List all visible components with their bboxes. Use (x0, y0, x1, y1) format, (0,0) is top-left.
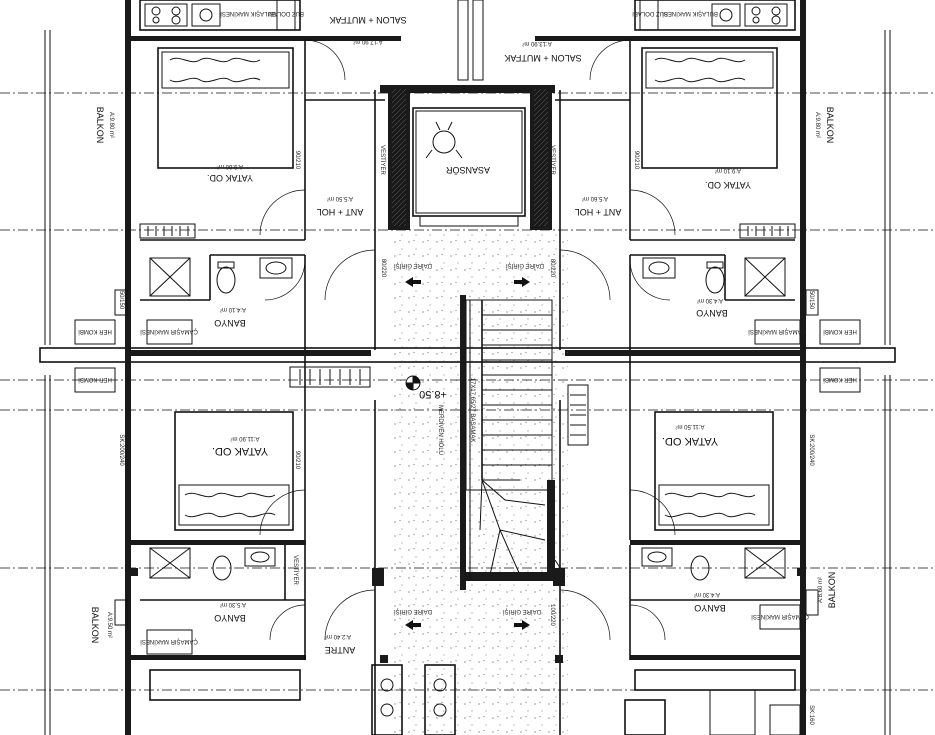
label-yatak-br: YATAK OD. (662, 435, 718, 447)
label-daire-girisi-3: DAİRE GİRİŞİ (394, 608, 432, 615)
label-buz-1: BUZ DOLABI (268, 10, 304, 16)
label-balkon-bl: BALKON (90, 607, 100, 644)
area-yatak-tr: A:9.10 m² (715, 167, 741, 173)
label-merdiven-holu: MERDİVEN HOLÜ (437, 405, 444, 455)
area-ant-hol-right: A:5.60 m² (582, 195, 608, 201)
window-dim-1: SK:200/240 (118, 434, 124, 466)
label-daire-girisi-1: DAİRE GİRİŞİ (394, 262, 432, 269)
area-salon-right: A:13.90 m² (522, 40, 551, 46)
area-yatak-br: A:11.50 m² (676, 423, 705, 429)
window-dim-3: 50/150 (118, 291, 124, 310)
room-labels: SALON + MUTFAK A:17.90 m² SALON + MUTFAK… (78, 10, 857, 655)
label-bulasik-1: BULAŞIK MAKİNESİ (220, 10, 276, 17)
label-level: +8.50 (419, 388, 447, 400)
label-camasir-4: ÇAMAŞIR MAKİNESİ (751, 613, 809, 620)
entrance-arrows (405, 277, 530, 630)
label-yatak-tr: YATAK OD. (705, 180, 751, 190)
label-asansor: ASANSÖR (445, 165, 490, 175)
area-balkon-tl: A:9.80 m² (108, 112, 114, 138)
stair-hall (390, 232, 568, 735)
window-dim-2: SK:200/240 (808, 434, 814, 466)
label-antre: ANTRE (325, 645, 356, 655)
area-banyo-tr: A:4.30 m² (697, 297, 723, 303)
door-dim-6: 80/220 (549, 259, 555, 278)
area-balkon-tr: A:9.80 m² (814, 112, 820, 138)
label-kombi-4: HER KOMBİ (823, 376, 857, 383)
label-camasir-2: ÇAMAŞIR MAKİNESİ (748, 328, 806, 335)
label-daire-girisi-2: DAİRE GİRİŞİ (506, 262, 544, 269)
label-salon-left: SALON + MUTFAK (329, 15, 406, 25)
label-yatak-bl: YATAK OD. (212, 445, 268, 457)
window-dim-4: 50/150 (808, 291, 814, 310)
stair-treads (482, 314, 552, 466)
door-dim-4: 90/210 (294, 451, 300, 470)
dimension-notes: 90/210 80/220 100/220 90/210 90/210 80/2… (118, 151, 814, 726)
door-dim-2: 80/220 (380, 259, 386, 278)
area-banyo-tl: A:4.10 m² (220, 306, 246, 312)
utility-boxes (74, 0, 861, 655)
label-banyo-tr: BANYO (696, 308, 728, 318)
window-dim-5: SK:160 (808, 705, 814, 725)
label-banyo-tl: BANYO (214, 318, 246, 328)
label-banyo-bl: BANYO (214, 613, 246, 623)
columns (130, 568, 805, 663)
label-banyo-br: BANYO (694, 603, 726, 613)
area-balkon-bl: A:9.50 m² (106, 612, 112, 638)
label-kombi-1: HER KOMBİ (78, 328, 112, 335)
level-marker (405, 375, 421, 391)
area-banyo-br: A:4.30 m² (694, 591, 720, 597)
wardrobes (139, 223, 796, 446)
label-vestiyer-left: VESTİYER (379, 145, 386, 175)
label-vestiyer-bottom: VESTİYER (292, 555, 299, 585)
stair-note: 17X17.65/27 BASAMAK (469, 378, 475, 443)
area-salon-left: A:17.90 m² (353, 38, 382, 44)
label-salon-right: SALON + MUTFAK (504, 53, 581, 63)
bathroom-fixtures (149, 257, 786, 581)
label-yatak-tl: YATAK OD. (207, 173, 253, 183)
area-banyo-bl: A:5.30 m² (220, 601, 246, 607)
label-balkon-br: BALKON (827, 572, 837, 609)
elevator-core (380, 85, 555, 230)
area-yatak-bl: A:11.90 m² (231, 435, 260, 441)
door-dim-3: 100/220 (549, 604, 555, 626)
label-ant-hol-right: ANT + HOL (575, 207, 622, 217)
area-ant-hol-left: A:5.50 m² (327, 195, 353, 201)
label-balkon-tr: BALKON (825, 107, 835, 144)
label-daire-girisi-4: DAİRE GİRİŞİ (503, 608, 541, 615)
label-kombi-3: HER KOMBİ (823, 328, 857, 335)
label-balkon-tl: BALKON (95, 107, 105, 144)
area-balkon-br: A:8.60 m² (818, 577, 824, 603)
label-camasir-3: ÇAMAŞIR MAKİNESİ (140, 638, 198, 645)
exterior-walls (125, 0, 806, 735)
beds (157, 47, 778, 531)
door-swings (259, 39, 676, 641)
door-dim-5: 90/210 (633, 151, 639, 170)
label-buz-2: BUZ DOLABI (632, 10, 668, 16)
kitchen-counters-top (139, 0, 796, 81)
area-yatak-tl: A:9.60 m² (217, 163, 243, 169)
kitchen-counters-bottom (149, 664, 801, 735)
area-antre: A:2.40 m² (325, 633, 351, 639)
label-kombi-2: HER KOMBİ (78, 376, 112, 383)
label-ant-hol-left: ANT + HOL (317, 207, 364, 217)
interior-walls (140, 41, 800, 735)
label-vestiyer-right: VESTİYER (549, 145, 556, 175)
door-dim-1: 90/210 (294, 151, 300, 170)
label-camasir-1: ÇAMAŞIR MAKİNESİ (140, 328, 198, 335)
label-bulasik-2: BULAŞIK MAKİNESİ (662, 10, 718, 17)
